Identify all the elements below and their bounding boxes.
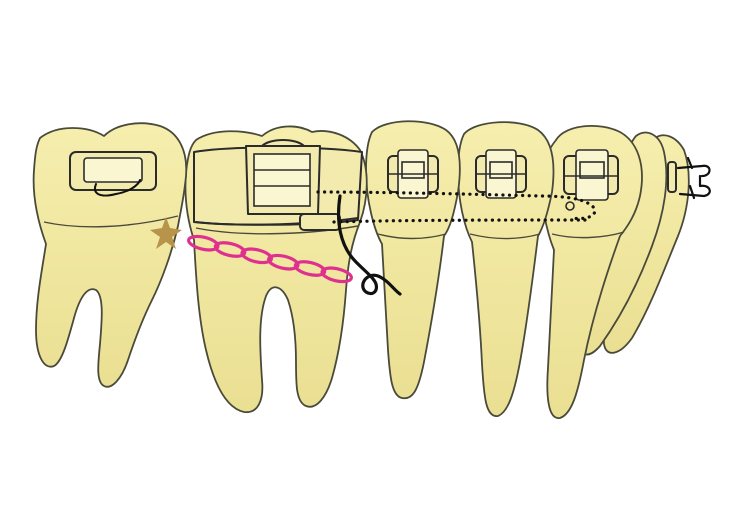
molar-tube [69,151,157,197]
bracket-premolar-third [563,149,619,211]
elastic-chain-link [267,253,300,271]
elastic-chain-icon [187,234,353,284]
archwire-lower [332,218,592,224]
archwire-upper [316,190,597,221]
elastic-chain-link [240,247,273,265]
elastic-chain-link [187,234,220,252]
molar-band [193,139,363,231]
elastic-chain-link [320,266,353,284]
ligature-spring-icon [336,194,402,296]
elastic-chain-link [213,241,247,258]
bracket-premolar-second [475,149,527,199]
elastic-chain-link [293,260,327,277]
premolar-third [540,125,643,419]
bracket-premolar-first [387,149,439,199]
star-icon [150,217,182,249]
bracket-incisor [667,156,711,200]
